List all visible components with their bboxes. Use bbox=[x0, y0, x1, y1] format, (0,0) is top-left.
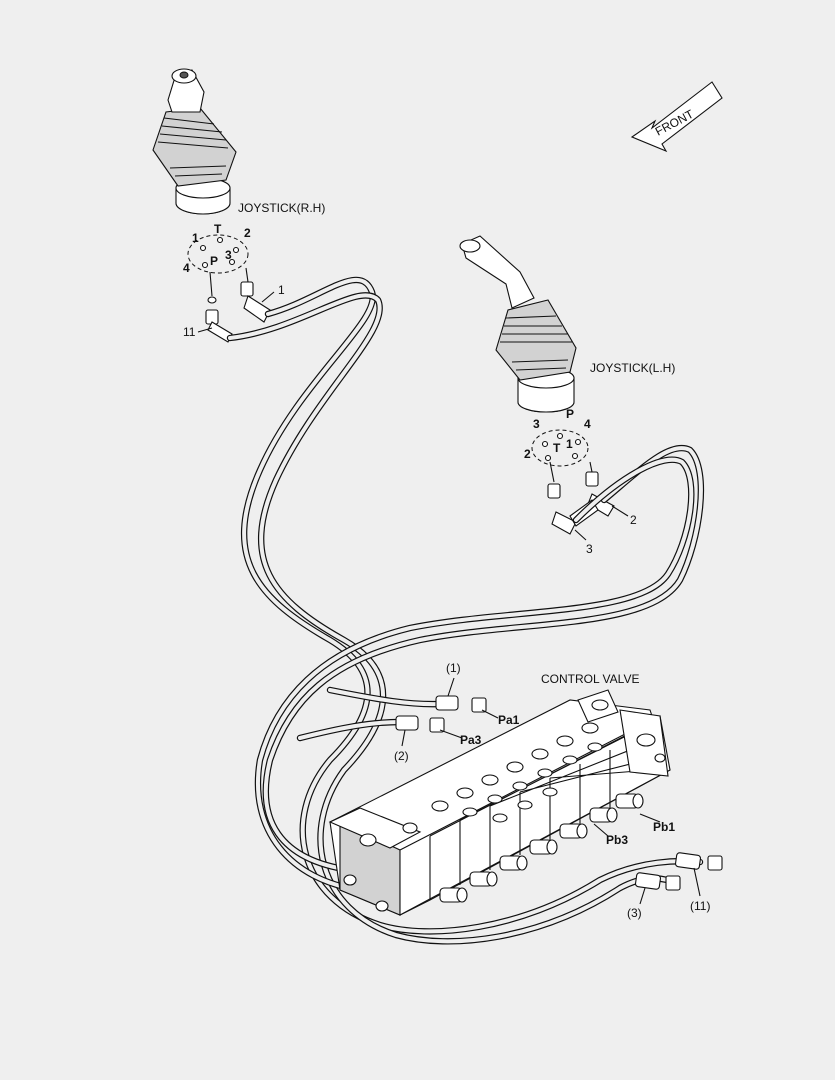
rh-port-4: 4 bbox=[183, 261, 190, 275]
cv-upper-fittings bbox=[395, 695, 487, 733]
rh-port-3: 3 bbox=[225, 248, 232, 262]
valve-spool-ends bbox=[439, 793, 644, 903]
port-pa1: Pa1 bbox=[498, 713, 520, 727]
control-valve-icon bbox=[328, 689, 671, 916]
control-valve-label: CONTROL VALVE bbox=[541, 672, 639, 686]
joystick-rh-port-diagram bbox=[187, 234, 249, 274]
joystick-lh-icon bbox=[459, 235, 577, 413]
lh-port-1: 1 bbox=[566, 437, 573, 451]
rh-callout-1: 1 bbox=[278, 283, 285, 297]
hose-bundle bbox=[226, 276, 705, 945]
joystick-lh-label: JOYSTICK(L.H) bbox=[590, 361, 675, 375]
rh-port-1: 1 bbox=[192, 231, 199, 245]
cv-callout-1: (1) bbox=[446, 661, 461, 675]
rh-port-t: T bbox=[214, 222, 222, 236]
lh-port-2: 2 bbox=[524, 447, 531, 461]
joystick-rh-label: JOYSTICK(R.H) bbox=[238, 201, 325, 215]
joystick-rh-icon bbox=[152, 68, 237, 215]
port-pa3: Pa3 bbox=[460, 733, 482, 747]
lh-callout-2: 2 bbox=[630, 513, 637, 527]
rh-fittings bbox=[205, 267, 271, 343]
port-pb1: Pb1 bbox=[653, 820, 675, 834]
valve-ports-top bbox=[431, 722, 603, 823]
cv-callout-2: (2) bbox=[394, 749, 409, 763]
cv-lower-fittings bbox=[634, 852, 723, 891]
lh-port-p: P bbox=[566, 407, 574, 421]
lh-port-3: 3 bbox=[533, 417, 540, 431]
cv-callout-3: (3) bbox=[627, 906, 642, 920]
cv-callout-11: (11) bbox=[690, 899, 710, 913]
front-arrow-icon: FRONT bbox=[630, 81, 723, 153]
lh-port-t: T bbox=[553, 441, 561, 455]
rh-callout-11: 11 bbox=[183, 325, 196, 339]
port-pb3: Pb3 bbox=[606, 833, 628, 847]
joystick-lh-port-diagram bbox=[531, 429, 589, 467]
lh-port-4: 4 bbox=[584, 417, 591, 431]
lh-callout-3: 3 bbox=[586, 542, 593, 556]
rh-port-p: P bbox=[210, 254, 218, 268]
rh-port-2: 2 bbox=[244, 226, 251, 240]
